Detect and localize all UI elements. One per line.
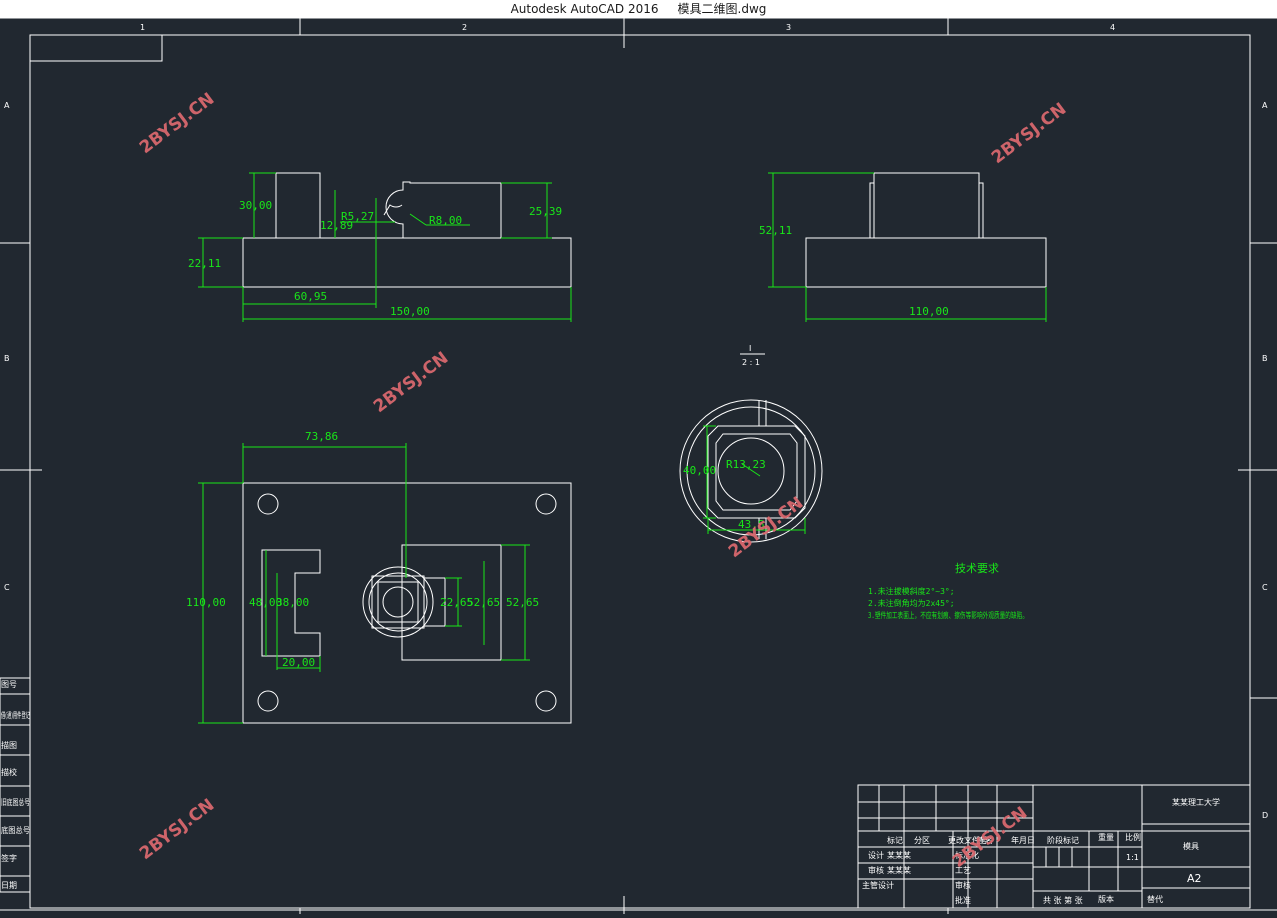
detail-view-dimensions: [703, 425, 806, 534]
tb-h-docno: 更改文件号: [948, 835, 988, 845]
top-view-dimensions: [198, 443, 530, 724]
tech-item-1: 1.未注拔模斜度2°~3°;: [868, 586, 955, 596]
column-label-4: 4: [1110, 23, 1115, 32]
tb-part-name: 模具: [1183, 841, 1199, 851]
strip-label-3: 描校: [1, 767, 17, 777]
row-label-b-left: B: [4, 354, 10, 363]
tb-weight: 重量: [1098, 832, 1114, 842]
dim-front-2211: 22,11: [188, 257, 221, 270]
dim-top-20: 20,00: [282, 656, 315, 669]
drawing-svg: 1 2 3 4 A B C A B C D 图号 借(通)用件登记 描图 描校 …: [0, 17, 1277, 914]
strip-label-7: 日期: [1, 881, 17, 890]
detail-label-num: I: [749, 344, 751, 353]
dim-top-2265: 22,65: [440, 596, 473, 609]
side-view[interactable]: [805, 172, 1047, 288]
tb-format: A2: [1187, 872, 1202, 885]
drawing-canvas[interactable]: 1 2 3 4 A B C A B C D 图号 借(通)用件登记 描图 描校 …: [0, 17, 1277, 914]
dim-top-110: 110,00: [186, 596, 226, 609]
tb-h-date: 年月日: [1011, 835, 1035, 845]
row-label-c-left: C: [4, 583, 10, 592]
strip-label-1: 借(通)用件登记: [1, 710, 30, 720]
dim-top-5265b: 52,65: [506, 596, 539, 609]
tb-scale: 1:1: [1126, 853, 1139, 862]
title-block: [857, 784, 1251, 909]
tb-process: 工艺: [955, 866, 971, 875]
dim-front-r527: R5,27: [341, 210, 374, 223]
dim-front-30: 30,00: [239, 199, 272, 212]
watermark-2: 2BYSJ.CN: [988, 99, 1070, 168]
detail-view[interactable]: [679, 399, 823, 543]
strip-label-0: 图号: [1, 680, 17, 689]
tb-school: 某某理工大学: [1172, 797, 1220, 807]
watermark-1: 2BYSJ.CN: [136, 89, 218, 158]
tb-stage-mark: 阶段标记: [1047, 835, 1079, 845]
front-view[interactable]: [242, 172, 572, 288]
dim-det-438: 43,8: [738, 518, 765, 531]
dim-front-r8: R8,00: [429, 214, 462, 227]
tb-h-mark: 标记: [887, 835, 903, 845]
row-label-c-right: C: [1262, 583, 1268, 592]
watermark-3: 2BYSJ.CN: [370, 348, 452, 417]
dim-det-r1323: R13,23: [726, 458, 766, 471]
dim-front-1289: 12,89: [320, 219, 353, 232]
tb-version: 版本: [1098, 894, 1114, 904]
front-view-dimensions: [198, 172, 572, 322]
row-label-a-left: A: [4, 101, 10, 110]
strip-label-4: 旧底图总号: [1, 797, 30, 807]
column-label-1: 1: [140, 23, 145, 32]
tech-item-2: 2.未注倒角均为2x45°;: [868, 598, 955, 608]
dim-det-40: 40,00: [683, 464, 716, 477]
detail-label-scale: 2 : 1: [742, 358, 760, 367]
tb-replace: 替代: [1147, 894, 1163, 904]
dim-top-5265a: 52,65: [467, 596, 500, 609]
tb-sheets: 共 张 第 张: [1043, 895, 1083, 905]
dim-side-5211: 52,11: [759, 224, 792, 237]
top-view[interactable]: [242, 482, 572, 724]
sheet-frame: [0, 17, 1277, 914]
tech-item-3: 3.塑件加工表面上，不应有划痕、擦伤等影响外观质量的缺陷。: [868, 610, 1028, 620]
left-strip-table: [0, 677, 31, 893]
strip-label-6: 签字: [1, 853, 17, 863]
detail-label: I 2 : 1: [740, 344, 765, 367]
dim-top-48: 48,00: [249, 596, 282, 609]
tech-title: 技术要求: [955, 562, 999, 575]
dim-top-38: 38,00: [276, 596, 309, 609]
dim-side-110: 110,00: [909, 305, 949, 318]
column-label-2: 2: [462, 23, 467, 32]
tb-chief: 主管设计: [862, 880, 894, 890]
tb-approve: 批准: [955, 895, 971, 905]
row-label-a-right: A: [1262, 101, 1268, 110]
tb-h-zone: 分区: [914, 836, 930, 845]
dim-front-6095: 60,95: [294, 290, 327, 303]
row-label-d-right: D: [1262, 811, 1268, 820]
tb-check: 审核: [868, 865, 884, 875]
watermark-5: 2BYSJ.CN: [136, 795, 218, 864]
dim-top-7386: 73,86: [305, 430, 338, 443]
column-label-3: 3: [786, 23, 791, 32]
dim-front-150: 150,00: [390, 305, 430, 318]
tb-ratio: 比例: [1125, 832, 1141, 842]
tb-name2: 某某某: [887, 866, 911, 875]
strip-label-2: 描图: [1, 740, 17, 750]
window-title: Autodesk AutoCAD 2016 模具二维图.dwg: [0, 0, 1277, 18]
strip-label-5: 底图总号: [1, 825, 30, 835]
tb-h-sign: 签名: [977, 835, 993, 845]
tb-design: 设计: [868, 850, 884, 860]
tb-name1: 某某某: [887, 851, 911, 860]
side-view-dimensions: [768, 172, 1047, 322]
tb-approve-label: 审核: [955, 880, 971, 890]
row-label-b-right: B: [1262, 354, 1268, 363]
tb-standard: 标准化: [955, 850, 979, 860]
dim-front-2539: 25,39: [529, 205, 562, 218]
